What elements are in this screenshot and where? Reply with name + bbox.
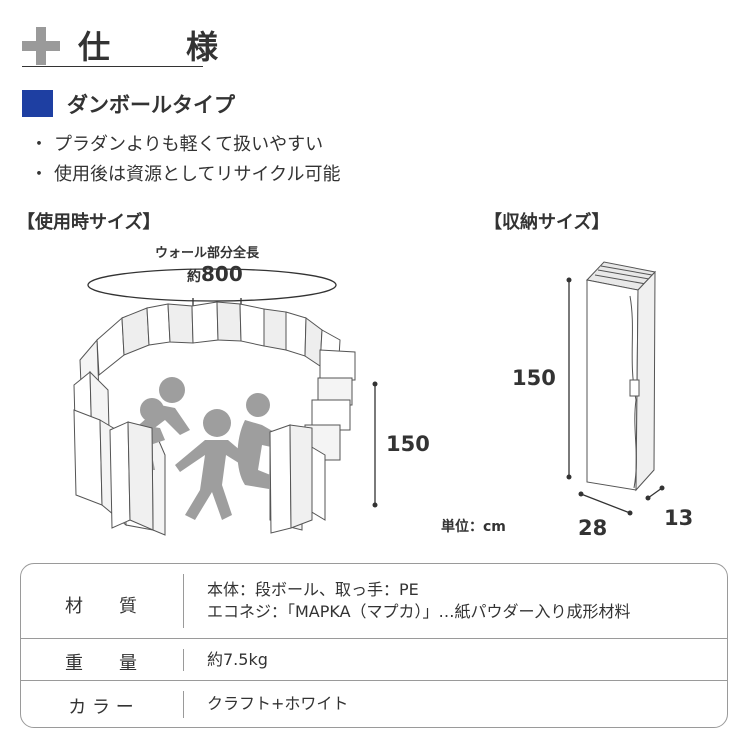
storage-depth-dimension-line bbox=[647, 487, 663, 499]
spec-label-material: 材 質 bbox=[65, 596, 137, 617]
product-illustration bbox=[73, 261, 665, 536]
use-size-label: 【使用時サイズ】 bbox=[17, 212, 161, 233]
spec-value-material: 本体：段ボール、取っ手：PE エコネジ：「MAPKA（マプカ）」…紙パウダー入り… bbox=[207, 580, 631, 621]
spec-value-color: クラフト+ホワイト bbox=[207, 694, 349, 713]
section-title: ダンボールタイプ bbox=[67, 93, 235, 117]
storage-box bbox=[586, 261, 656, 492]
spec-table: 材 質 本体：段ボール、取っ手：PE エコネジ：「MAPKA（マプカ）」…紙パウ… bbox=[20, 563, 728, 728]
plus-icon bbox=[22, 27, 60, 65]
storage-width-dimension-line bbox=[580, 493, 631, 514]
table-row: 重 量 約7.5kg bbox=[21, 638, 727, 681]
wall-length-label: ウォール部分全長 bbox=[155, 246, 260, 261]
bullet-item: ・使用後は資源としてリサイクル可能 bbox=[30, 164, 341, 185]
section-marker bbox=[22, 90, 53, 117]
spec-label-color: カ ラ ー bbox=[68, 697, 134, 718]
page-title: 仕 様 bbox=[78, 28, 241, 66]
unit-label: 単位：cm bbox=[441, 519, 506, 535]
spec-label-weight: 重 量 bbox=[65, 653, 137, 674]
playpen-back-wall bbox=[96, 301, 341, 376]
storage-size-label: 【収納サイズ】 bbox=[484, 212, 610, 233]
title-underline bbox=[22, 66, 203, 67]
use-height-value: 150 bbox=[386, 432, 430, 456]
storage-depth-value: 13 bbox=[664, 506, 694, 530]
bullet-item: ・プラダンよりも軽くて扱いやすい bbox=[30, 134, 324, 155]
playpen-front-wall bbox=[109, 421, 313, 534]
storage-width-value: 28 bbox=[578, 516, 608, 540]
storage-height-value: 150 bbox=[512, 366, 556, 390]
table-row: カ ラ ー クラフト+ホワイト bbox=[21, 680, 727, 728]
wall-length-value: 約800 bbox=[187, 262, 243, 286]
table-row: 材 質 本体：段ボール、取っ手：PE エコネジ：「MAPKA（マプカ）」…紙パウ… bbox=[21, 564, 727, 638]
spec-value-weight: 約7.5kg bbox=[207, 650, 268, 669]
wall-length-ellipse bbox=[87, 268, 337, 302]
